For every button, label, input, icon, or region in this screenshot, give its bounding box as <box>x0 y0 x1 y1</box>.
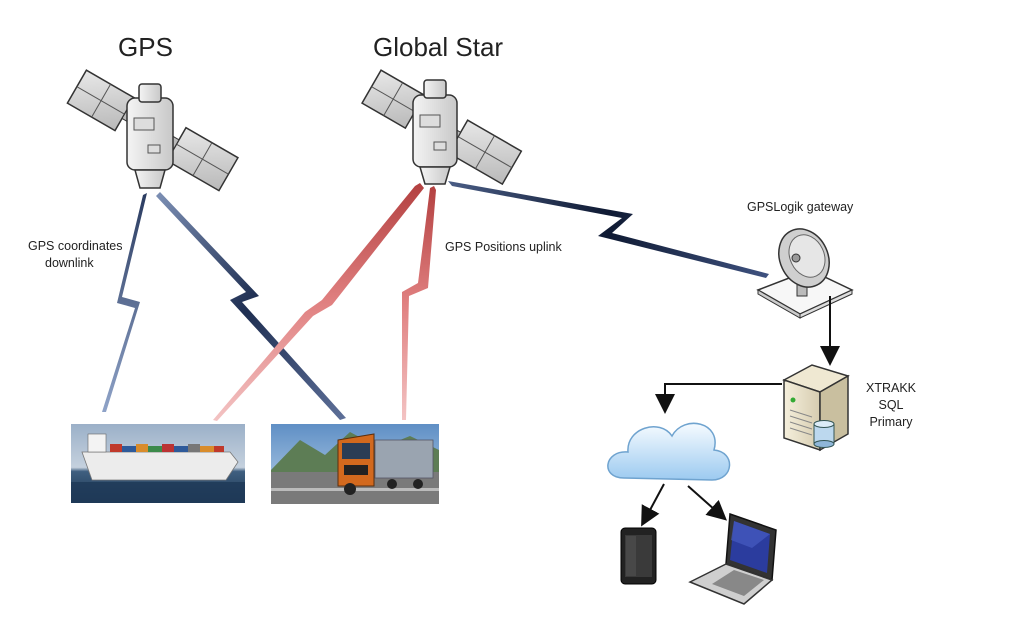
satellite-icon <box>361 69 523 186</box>
downlink-label: GPS coordinates downlink <box>28 238 123 272</box>
gateway-link <box>448 181 769 278</box>
downlink-label-line2: downlink <box>45 256 94 270</box>
gps-downlink-left <box>102 193 147 412</box>
smartphone-icon <box>620 527 657 585</box>
database-icon <box>813 420 835 448</box>
global-star-uplink-truck <box>402 186 436 420</box>
gps-downlink-right <box>156 192 346 420</box>
satellite-icon <box>126 83 174 189</box>
truck-icon <box>271 424 439 504</box>
global-star-uplink-ship <box>213 183 424 421</box>
downlink-label-line1: GPS coordinates <box>28 239 123 253</box>
gps-satellite-title: GPS <box>118 32 173 62</box>
server-label-line2: SQL <box>878 398 904 412</box>
laptop-icon <box>688 512 777 605</box>
uplink-label: GPS Positions uplink <box>445 240 562 254</box>
satellite-dish-icon <box>756 228 854 319</box>
gateway-label: GPSLogik gateway <box>747 200 854 214</box>
server-label-line3: Primary <box>869 415 913 429</box>
server-to-cloud-arrow <box>655 383 782 414</box>
global-star-satellite-title: Global Star <box>373 32 504 62</box>
server-icon <box>782 364 850 452</box>
cloud-icon <box>607 422 731 481</box>
satellite-icon <box>412 79 458 185</box>
ship-icon <box>71 424 245 503</box>
server-label: XTRAKK SQL Primary <box>866 380 916 431</box>
cloud-to-laptop-arrow <box>687 485 727 521</box>
server-label-line1: XTRAKK <box>866 381 917 395</box>
cloud-to-phone-arrow <box>641 483 665 527</box>
